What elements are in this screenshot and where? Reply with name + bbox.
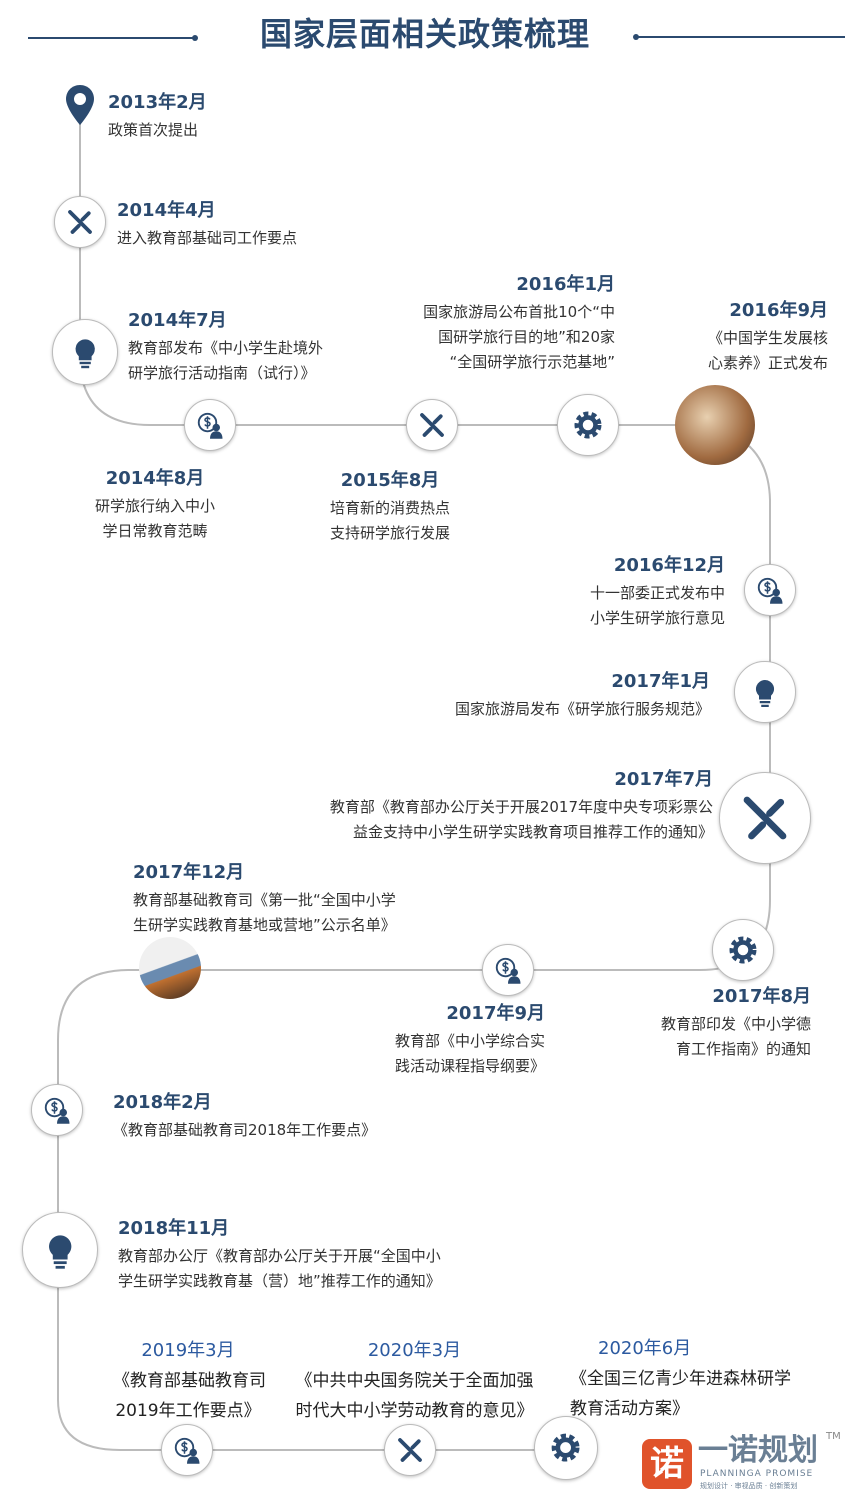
event-description: 益金支持中小学生研学实践教育项目推荐工作的通知》 xyxy=(352,823,713,841)
event-description: 《中国学生发展核 xyxy=(707,329,828,347)
timeline-event: 2017年9月教育部《中小学综合实践活动课程指导纲要》 xyxy=(370,1003,545,1079)
event-description: 教育部办公厅《教育部办公厅关于开展“全国中小 xyxy=(118,1247,441,1265)
timeline-event: 2016年1月国家旅游局公布首批10个“中国研学旅行目的地”和20家 “全国研学旅… xyxy=(390,274,615,375)
event-date: 2020年6月 xyxy=(598,1338,692,1359)
map-pin-icon xyxy=(66,85,94,125)
tools-icon xyxy=(54,196,106,248)
event-description: 研学旅行活动指南（试行）》 xyxy=(128,364,316,382)
event-description: 践活动课程指导纲要》 xyxy=(394,1057,545,1075)
event-description: 研学旅行纳入中小 xyxy=(94,497,215,515)
event-description: 国家旅游局公布首批10个“中 xyxy=(423,303,615,321)
timeline-event: 2017年12月教育部基础教育司《第一批“全国中小学生研学实践教育基地或营地”公… xyxy=(133,862,396,938)
event-description: 育工作指南》的通知 xyxy=(675,1040,811,1058)
tools-icon xyxy=(406,399,458,451)
event-description: “全国研学旅行示范基地” xyxy=(449,353,615,371)
event-date: 2014年7月 xyxy=(128,310,227,331)
timeline-event: 2017年7月教育部《教育部办公厅关于开展2017年度中央专项彩票公益金支持中小… xyxy=(278,769,713,845)
money-person-icon xyxy=(161,1424,213,1476)
money-person-icon xyxy=(31,1084,83,1136)
timeline-event: 2019年3月《教育部基础教育司 2019年工作要点》 xyxy=(113,1340,266,1426)
money-person-icon xyxy=(744,564,796,616)
event-description: 国研学旅行目的地”和20家 xyxy=(438,328,615,346)
gear-icon xyxy=(534,1416,598,1480)
event-date: 2013年2月 xyxy=(108,92,207,113)
timeline-event: 2020年3月《中共中央国务院关于全面加强时代大中小学劳动教育的意见》 xyxy=(287,1340,542,1426)
lightbulb-icon xyxy=(52,319,118,385)
timeline-event: 2017年1月国家旅游局发布《研学旅行服务规范》 xyxy=(425,671,710,722)
event-date: 2017年1月 xyxy=(611,671,710,692)
timeline-event: 2014年4月进入教育部基础司工作要点 xyxy=(117,200,297,251)
event-description: 2019年工作要点》 xyxy=(115,1401,261,1421)
event-description: 国家旅游局发布《研学旅行服务规范》 xyxy=(454,700,710,718)
event-date: 2016年9月 xyxy=(729,300,828,321)
tools-icon xyxy=(719,772,811,864)
brand-logo: 诺 一诺规划 TM PLANNINGA PROMISE 规划设计 · 审视品质 … xyxy=(640,1431,845,1497)
event-description: 《教育部基础教育司 xyxy=(113,1371,266,1391)
event-description: 支持研学旅行发展 xyxy=(329,524,450,542)
timeline-event: 2014年8月研学旅行纳入中小学日常教育范畴 xyxy=(80,468,230,544)
event-date: 2016年12月 xyxy=(613,555,725,576)
event-description: 教育部发布《中小学生赴境外 xyxy=(128,339,324,357)
event-description: 培育新的消费热点 xyxy=(329,499,450,517)
tools-icon xyxy=(384,1424,436,1476)
event-date: 2016年1月 xyxy=(516,274,615,295)
event-date: 2014年8月 xyxy=(105,468,205,489)
event-description: 学日常教育范畴 xyxy=(102,522,208,540)
timeline-event: 2013年2月政策首次提出 xyxy=(108,92,207,143)
photo-hands-icon xyxy=(675,385,755,465)
money-person-icon xyxy=(184,399,236,451)
event-date: 2014年4月 xyxy=(117,200,216,221)
event-description: 《教育部基础教育司2018年工作要点》 xyxy=(113,1121,377,1139)
event-description: 教育部《中小学综合实 xyxy=(394,1032,545,1050)
event-description: 政策首次提出 xyxy=(108,121,199,139)
event-date: 2020年3月 xyxy=(367,1340,462,1361)
money-person-icon xyxy=(482,944,534,996)
event-description: 教育部基础教育司《第一批“全国中小学 xyxy=(133,891,396,909)
timeline-event: 2017年8月教育部印发《中小学德育工作指南》的通知 xyxy=(636,986,811,1062)
gear-icon xyxy=(712,919,774,981)
event-description: 进入教育部基础司工作要点 xyxy=(117,229,298,247)
event-description: 学生研学实践教育基（营）地”推荐工作的通知》 xyxy=(118,1272,441,1290)
timeline-event: 2018年2月《教育部基础教育司2018年工作要点》 xyxy=(113,1092,376,1143)
event-date: 2019年3月 xyxy=(141,1340,235,1361)
event-date: 2018年2月 xyxy=(113,1092,212,1113)
event-date: 2017年8月 xyxy=(712,986,811,1007)
event-description: 心素养》正式发布 xyxy=(707,354,828,372)
event-date: 2017年9月 xyxy=(446,1003,545,1024)
event-description: 《全国三亿青少年进森林研学 xyxy=(570,1369,791,1389)
event-description: 时代大中小学劳动教育的意见》 xyxy=(295,1401,534,1421)
lightbulb-icon xyxy=(22,1212,98,1288)
event-date: 2017年12月 xyxy=(133,862,245,883)
event-description: 小学生研学旅行意见 xyxy=(589,609,725,627)
page-title: 国家层面相关政策梳理 xyxy=(259,15,590,53)
timeline-event: 2018年11月教育部办公厅《教育部办公厅关于开展“全国中小学生研学实践教育基（… xyxy=(118,1218,441,1294)
event-description: 教育部印发《中小学德 xyxy=(660,1015,811,1033)
event-date: 2018年11月 xyxy=(118,1218,230,1239)
event-date: 2015年8月 xyxy=(340,470,440,491)
timeline-event: 2016年12月十一部委正式发布中小学生研学旅行意见 xyxy=(570,555,725,631)
event-date: 2017年7月 xyxy=(614,769,713,790)
timeline-event: 2014年7月教育部发布《中小学生赴境外研学旅行活动指南（试行）》 xyxy=(128,310,323,386)
timeline-event: 2020年6月《全国三亿青少年进森林研学教育活动方案》 xyxy=(570,1338,791,1424)
lightbulb-icon xyxy=(734,661,796,723)
timeline-event: 2016年9月《中国学生发展核心素养》正式发布 xyxy=(688,300,828,376)
event-description: 教育部《教育部办公厅关于开展2017年度中央专项彩票公 xyxy=(329,798,713,816)
event-description: 生研学实践教育基地或营地”公示名单》 xyxy=(133,916,396,934)
event-description: 十一部委正式发布中 xyxy=(589,584,725,602)
timeline-event: 2015年8月培育新的消费热点支持研学旅行发展 xyxy=(320,470,460,546)
event-description: 教育活动方案》 xyxy=(570,1399,689,1419)
gear-icon xyxy=(557,394,619,456)
event-description: 《中共中央国务院关于全面加强 xyxy=(295,1371,534,1391)
photo-laptop-icon xyxy=(139,937,201,999)
